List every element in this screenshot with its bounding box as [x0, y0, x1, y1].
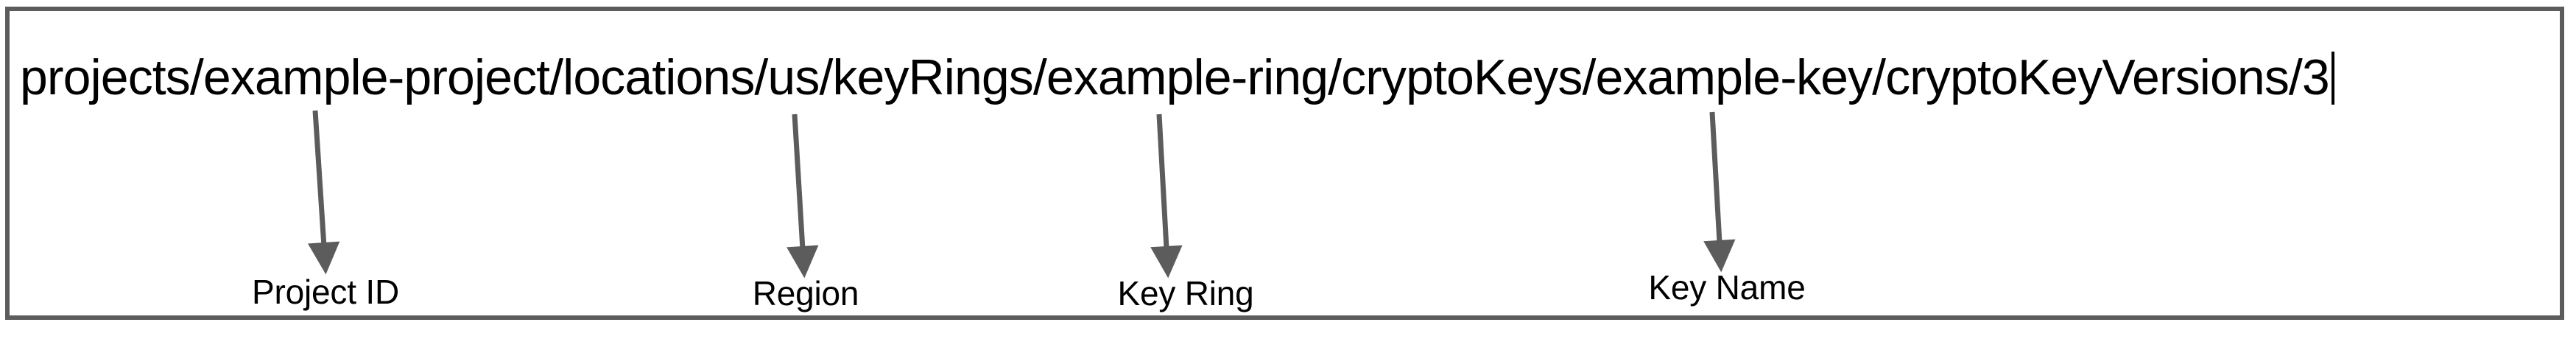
text-caret	[2331, 52, 2334, 105]
annotation-label-key-name: Key Name	[1648, 268, 1806, 307]
path-field-frame	[5, 7, 2564, 320]
annotation-label-region: Region	[752, 274, 859, 312]
annotation-label-project-id: Project ID	[252, 273, 399, 311]
resource-path-value: projects/example-project/locations/us/ke…	[20, 49, 2330, 105]
resource-path-field[interactable]: projects/example-project/locations/us/ke…	[20, 41, 2334, 105]
annotation-label-key-ring: Key Ring	[1117, 274, 1254, 312]
